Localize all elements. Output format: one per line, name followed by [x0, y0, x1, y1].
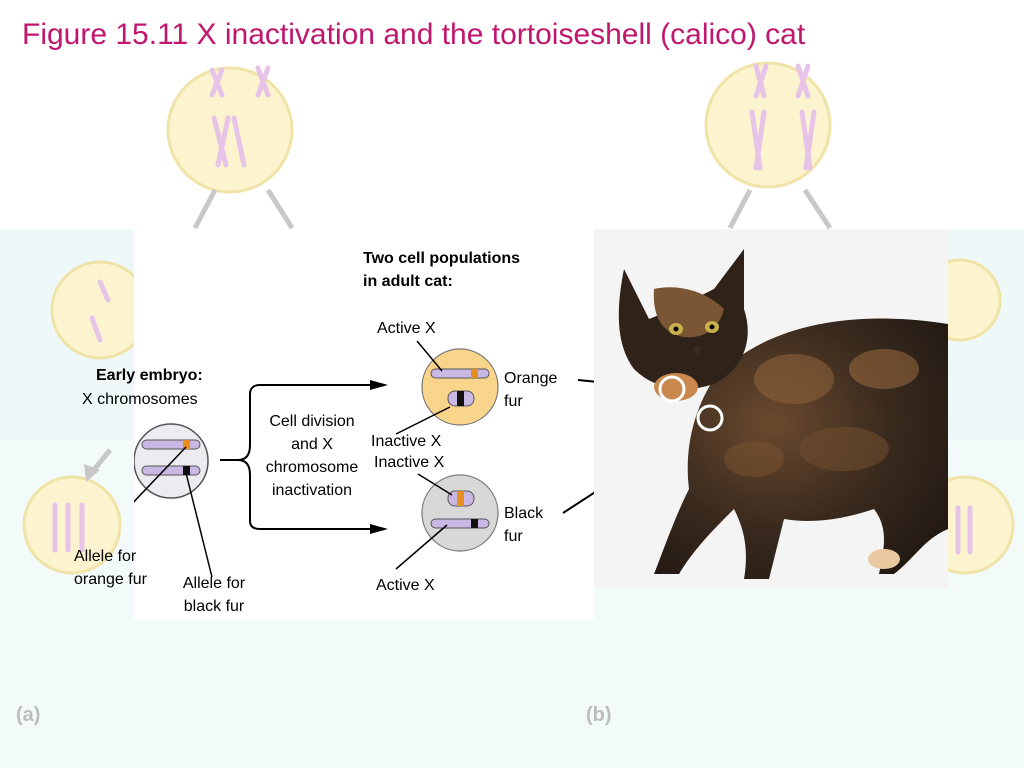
embryo-cell — [134, 423, 209, 499]
calico-cat-image — [594, 229, 948, 589]
diagram-graphics — [134, 340, 499, 578]
cell-orange-active — [421, 348, 499, 426]
panel-label-b: (b) — [586, 704, 612, 726]
embryo-x-chromosome-orange — [141, 439, 201, 450]
arrow-bottom — [370, 524, 388, 534]
pointer-black-allele — [185, 472, 213, 578]
division-bracket — [220, 384, 370, 530]
embryo-heading: Early embryo: — [96, 367, 203, 384]
label-top-inactive-x: Inactive X — [371, 433, 442, 450]
label-bottom-inactive-x: Inactive X — [374, 454, 445, 471]
panel-label-a: (a) — [16, 704, 41, 726]
page-title: Figure 15.11 X inactivation and the tort… — [22, 18, 806, 51]
arrow-top — [370, 380, 388, 390]
cell-black-active — [421, 474, 499, 552]
label-top-active-x: Active X — [377, 320, 436, 337]
embryo-x-chromosome-black — [141, 465, 201, 476]
embryo-subheading: X chromosomes — [82, 391, 198, 408]
label-bottom-active-x: Active X — [376, 577, 435, 594]
pointer-orange-allele — [134, 446, 187, 503]
